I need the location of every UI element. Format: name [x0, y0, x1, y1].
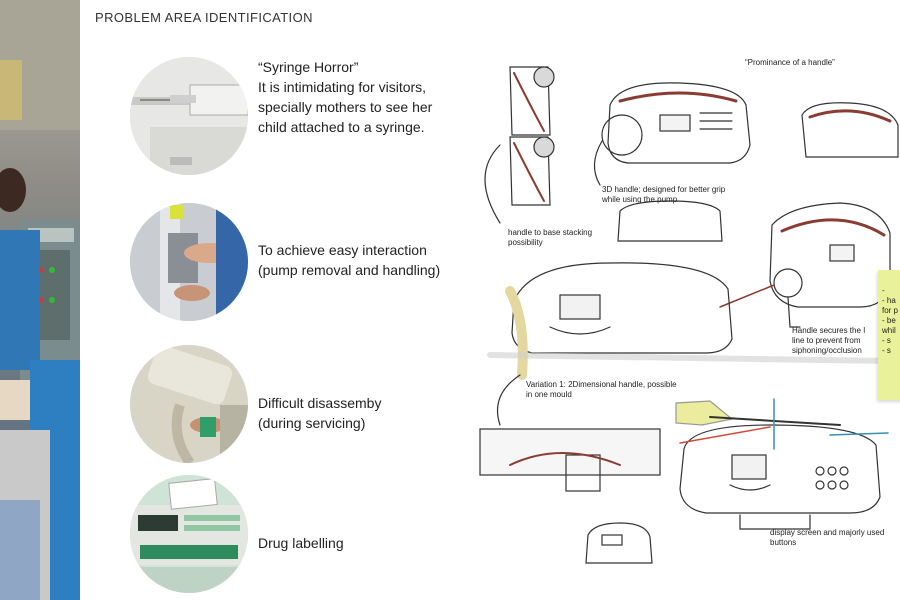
- sticky-line: - s: [882, 346, 891, 355]
- problem-text: Difficult disassemby (during servicing): [258, 393, 458, 433]
- sticky-line: - s: [882, 336, 891, 345]
- syringe-photo: [130, 57, 248, 175]
- problem-line: Drug labelling: [258, 535, 344, 551]
- problem-syringe-horror: “Syringe Horror” It is intimidating for …: [130, 57, 460, 177]
- hospital-photo-art: [0, 0, 80, 600]
- sticky-line: for p: [882, 306, 899, 315]
- note-line: while using the pump: [602, 195, 678, 204]
- servicing-photo: [130, 345, 248, 463]
- problem-disassembly: Difficult disassemby (during servicing): [130, 345, 460, 465]
- problem-line: “Syringe Horror”: [258, 59, 359, 75]
- hand-lifting-pump-sketch: [675, 398, 889, 530]
- note-line: handle to base stacking: [508, 228, 593, 237]
- sticky-line: - ha: [882, 296, 896, 305]
- note-line: Handle secures the I: [792, 326, 866, 335]
- 3d-handle-note: 3D handle; designed for better grip whil…: [602, 185, 725, 205]
- 3d-handle-pump-sketch: [593, 82, 751, 186]
- note-line: possibility: [508, 238, 543, 247]
- small-pump-sketch: [617, 200, 723, 242]
- problem-line: (pump removal and handling): [258, 262, 441, 278]
- note-line: in one mould: [526, 390, 572, 399]
- note-line: display screen and majorly used: [770, 528, 885, 537]
- stacking-note: handle to base stacking possibility: [508, 228, 592, 248]
- note-line: Variation 1: 2Dimensional handle, possib…: [526, 380, 677, 389]
- 2d-handle-pump-sketch: [487, 262, 893, 426]
- tiny-pump-sketch: [585, 522, 653, 564]
- problem-line: (during servicing): [258, 415, 366, 431]
- problem-line: child attached to a syringe.: [258, 119, 425, 135]
- pump-label-photo: [130, 475, 248, 593]
- problem-line: To achieve easy interaction: [258, 242, 427, 258]
- pump-sketches: [479, 66, 899, 564]
- line-securing-pump-sketch: [719, 202, 891, 328]
- sticky-line: - be: [882, 316, 896, 325]
- problem-text: Drug labelling: [258, 533, 458, 553]
- note-line: siphoning/occlusion: [792, 346, 862, 355]
- pump-handling-photo: [130, 203, 248, 321]
- variation-note: Variation 1: 2Dimensional handle, possib…: [526, 380, 677, 400]
- secures-note: Handle secures the I line to prevent fro…: [792, 326, 865, 356]
- problem-line: It is intimidating for visitors,: [258, 79, 427, 95]
- problem-text: “Syringe Horror” It is intimidating for …: [258, 57, 458, 137]
- stacked-pumps-sketch: [484, 66, 555, 224]
- top-right-pump-sketch: [801, 102, 899, 158]
- problem-easy-interaction: To achieve easy interaction (pump remova…: [130, 203, 460, 323]
- sticky-note: - - ha for p - be whil - s - s: [878, 270, 900, 400]
- sticky-line: -: [882, 286, 885, 295]
- problem-text: To achieve easy interaction (pump remova…: [258, 240, 458, 280]
- problem-line: specially mothers to see her: [258, 99, 433, 115]
- sticky-line: whil: [882, 326, 896, 335]
- prominence-note: “Prominance of a handle”: [745, 58, 835, 67]
- problem-line: Difficult disassemby: [258, 395, 382, 411]
- flat-pump-sketch: [479, 428, 661, 492]
- hospital-photo: [0, 0, 80, 600]
- page-title: PROBLEM AREA IDENTIFICATION: [95, 10, 313, 25]
- note-line: 3D handle; designed for better grip: [602, 185, 726, 194]
- problem-drug-labelling: Drug labelling: [130, 475, 460, 595]
- display-note: display screen and majorly used buttons: [770, 528, 884, 548]
- sketch-board: “Prominance of a handle” 3D handle; desi…: [470, 45, 900, 600]
- note-line: buttons: [770, 538, 797, 547]
- note-line: line to prevent from: [792, 336, 861, 345]
